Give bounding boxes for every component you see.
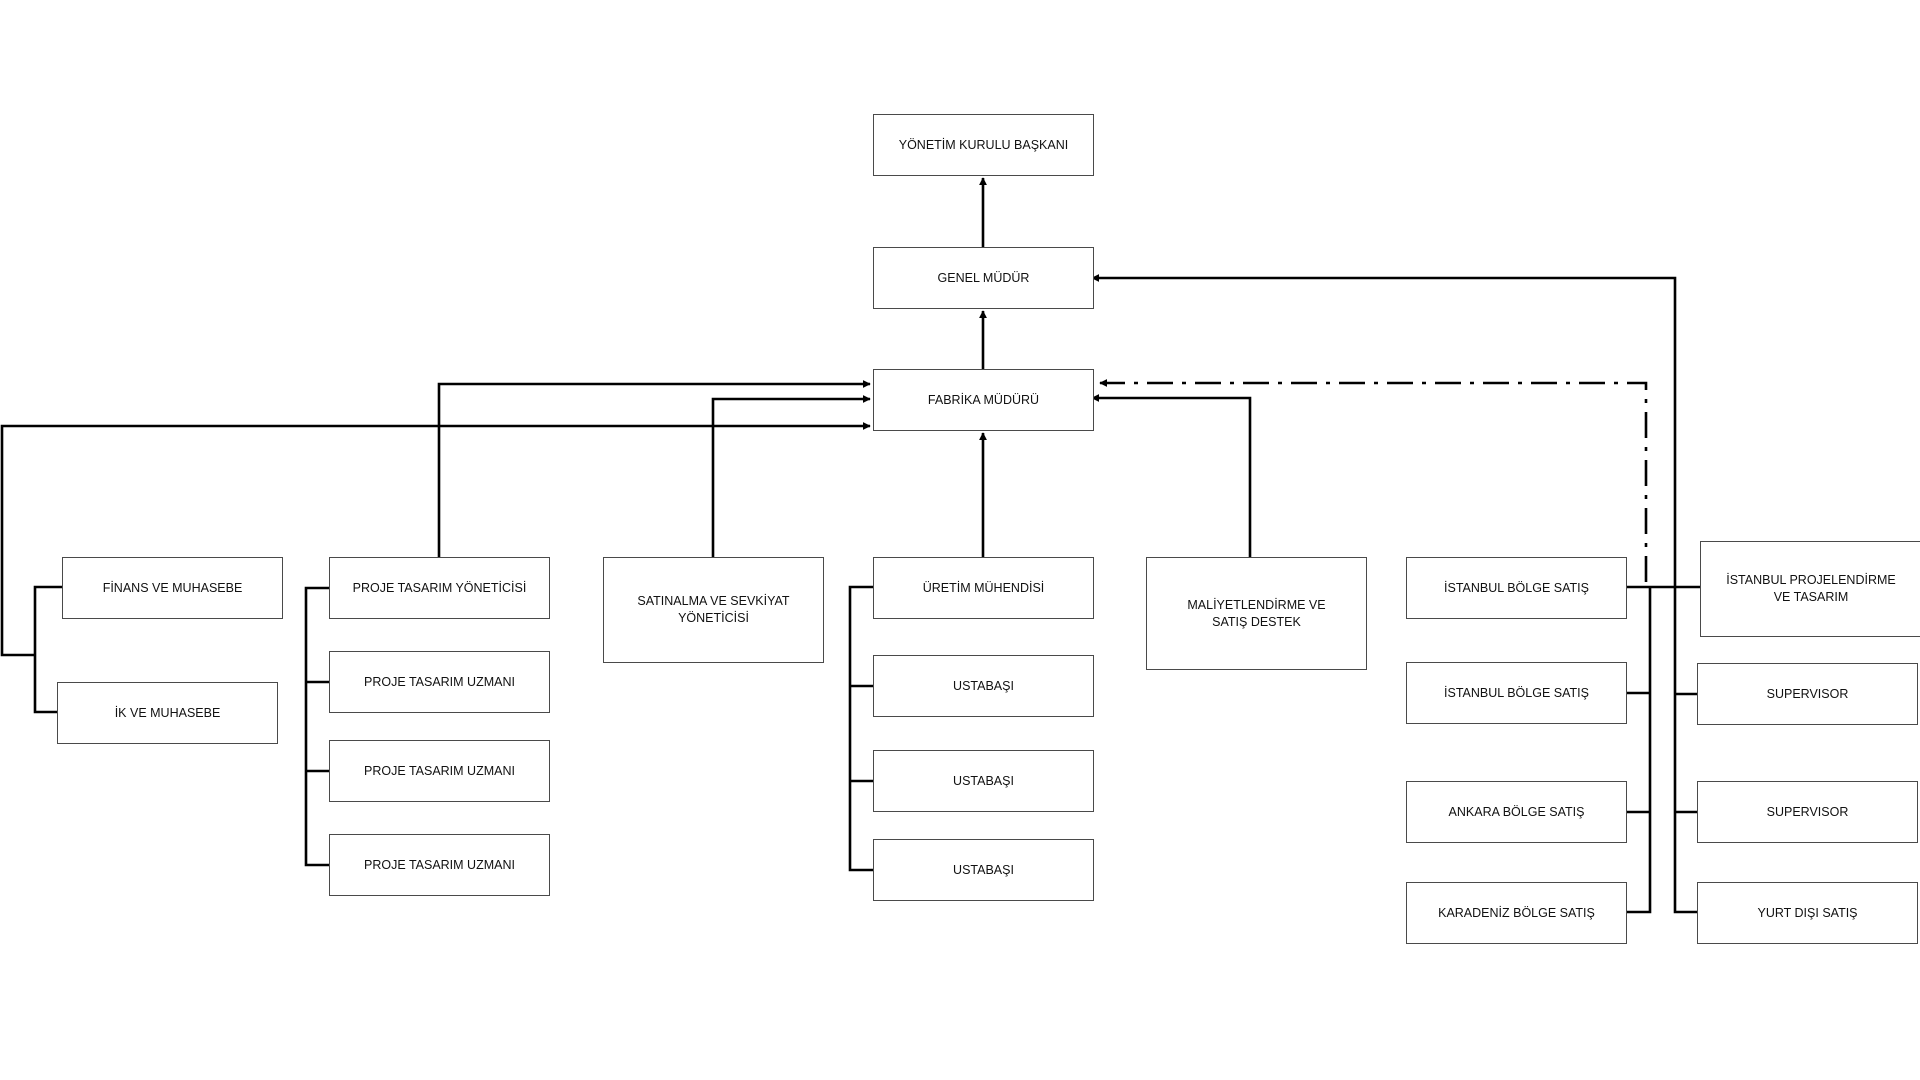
box-project-design-manager: PROJE TASARIM YÖNETİCİSİ [329,557,550,619]
connector-purchasing-to-fm [711,395,871,557]
connector-sales-to-gm [1091,274,1677,587]
box-black-sea-sales: KARADENİZ BÖLGE SATIŞ [1406,882,1627,944]
connector-project-manager-to-fm [437,380,871,557]
box-finance: FİNANS VE MUHASEBE [62,557,283,619]
box-supervisor-2: SUPERVISOR [1697,781,1918,843]
box-foreman-3: USTABAŞI [873,839,1094,901]
connector-dotted-sales-to-fm [1099,379,1648,582]
connector-left-loop-to-fm [0,422,871,657]
box-project-design-specialist-3: PROJE TASARIM UZMANI [329,834,550,896]
box-ankara-sales: ANKARA BÖLGE SATIŞ [1406,781,1627,843]
box-project-design-specialist-2: PROJE TASARIM UZMANI [329,740,550,802]
box-istanbul-projects-design: İSTANBUL PROJELENDİRME VE TASARIM [1700,541,1920,637]
connector-regional-sales-tree [1626,587,1652,914]
connector-project-design-tree [304,586,329,867]
box-istanbul-sales-2: İSTANBUL BÖLGE SATIŞ [1406,662,1627,724]
box-costing-sales-support: MALİYETLENDİRME VE SATIŞ DESTEK [1146,557,1367,670]
box-export-sales: YURT DIŞI SATIŞ [1697,882,1918,944]
connector-support-tree [1673,587,1697,914]
box-foreman-2: USTABAŞI [873,750,1094,812]
box-purchasing-manager: SATINALMA VE SEVKİYAT YÖNETİCİSİ [603,557,824,663]
box-general-manager: GENEL MÜDÜR [873,247,1094,309]
box-istanbul-sales-1: İSTANBUL BÖLGE SATIŞ [1406,557,1627,619]
box-foreman-1: USTABAŞI [873,655,1094,717]
box-supervisor-1: SUPERVISOR [1697,663,1918,725]
box-production-engineer: ÜRETİM MÜHENDİSİ [873,557,1094,619]
box-factory-manager: FABRİKA MÜDÜRÜ [873,369,1094,431]
connector-costing-to-fm [1091,394,1252,557]
connector-production-tree [848,585,873,872]
box-chairman: YÖNETİM KURULU BAŞKANI [873,114,1094,176]
box-hr: İK VE MUHASEBE [57,682,278,744]
connector-finance-to-fm [33,585,62,714]
box-project-design-specialist-1: PROJE TASARIM UZMANI [329,651,550,713]
